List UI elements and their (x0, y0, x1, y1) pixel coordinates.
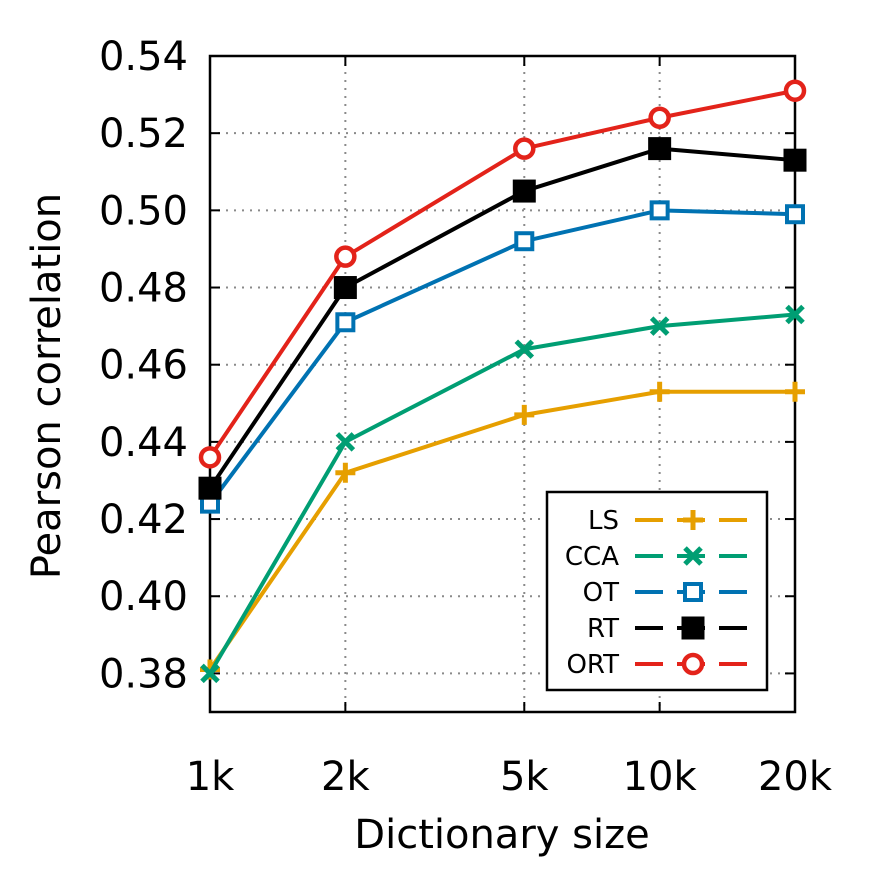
legend-entry-ort: ORT (566, 650, 751, 680)
legend-marker (681, 616, 705, 640)
data-point-ls (649, 381, 670, 402)
legend-label: LS (588, 506, 619, 536)
x-tick-label: 1k (186, 754, 235, 800)
y-tick-label: 0.50 (99, 188, 188, 234)
series-ls (200, 381, 805, 680)
x-tick-label: 20k (758, 754, 833, 800)
series-ot (200, 200, 805, 514)
series-group (198, 79, 807, 684)
legend-marker (681, 652, 705, 676)
data-point-rt (333, 276, 357, 300)
legend-label: CCA (565, 542, 619, 572)
data-point-ort (783, 79, 807, 102)
y-tick-label: 0.54 (99, 34, 188, 80)
legend-entry-cca: CCA (565, 542, 751, 572)
data-point-ot (649, 200, 670, 221)
data-point-ot (514, 231, 535, 252)
series-rt (198, 137, 807, 500)
y-tick-label: 0.38 (99, 651, 188, 697)
series-ort (198, 79, 807, 469)
y-tick-label: 0.42 (99, 497, 188, 543)
y-tick-label: 0.44 (99, 420, 188, 466)
data-point-cca (649, 316, 670, 336)
x-tick-label: 10k (623, 754, 698, 800)
legend-entry-ls: LS (588, 506, 751, 536)
data-point-ot (785, 204, 805, 225)
series-cca (200, 304, 805, 684)
x-axis-title: Dictionary size (354, 812, 649, 858)
data-point-ort (198, 446, 222, 469)
y-tick-label: 0.40 (99, 574, 188, 620)
y-tick-label: 0.52 (99, 111, 188, 157)
y-axis-title: Pearson correlation (24, 193, 70, 579)
data-point-ls (514, 404, 535, 425)
data-point-cca (335, 432, 356, 452)
data-point-cca (200, 663, 220, 684)
legend-label: OT (583, 578, 619, 608)
data-point-cca (785, 304, 805, 325)
legend-marker (683, 582, 703, 602)
axes: 0.38 0.40 0.42 0.44 0.46 0.48 0.50 0.52 0.54 1k 2k… (99, 34, 833, 800)
legend-marker (683, 510, 703, 530)
legend-label: RT (587, 614, 619, 644)
legend-label: ORT (566, 650, 619, 680)
data-point-ls (335, 462, 356, 483)
legend: LS CCA OT RT ORT (545, 490, 769, 692)
y-tick-label: 0.46 (99, 343, 188, 389)
y-tick-label: 0.48 (99, 266, 188, 312)
data-point-cca (514, 339, 535, 360)
data-point-rt (512, 179, 536, 203)
data-point-rt (648, 137, 672, 161)
data-point-rt (198, 476, 222, 500)
legend-entry-rt: RT (587, 614, 751, 644)
data-point-ort (334, 245, 357, 268)
data-point-ls (785, 381, 805, 402)
x-tick-label: 2k (321, 754, 370, 800)
legend-entry-ot: OT (583, 578, 751, 608)
data-point-ot (335, 312, 356, 333)
data-point-rt (783, 148, 807, 172)
data-point-ort (513, 137, 536, 160)
data-point-ort (648, 106, 671, 129)
x-tick-label: 5k (500, 754, 549, 800)
legend-marker (683, 546, 703, 566)
